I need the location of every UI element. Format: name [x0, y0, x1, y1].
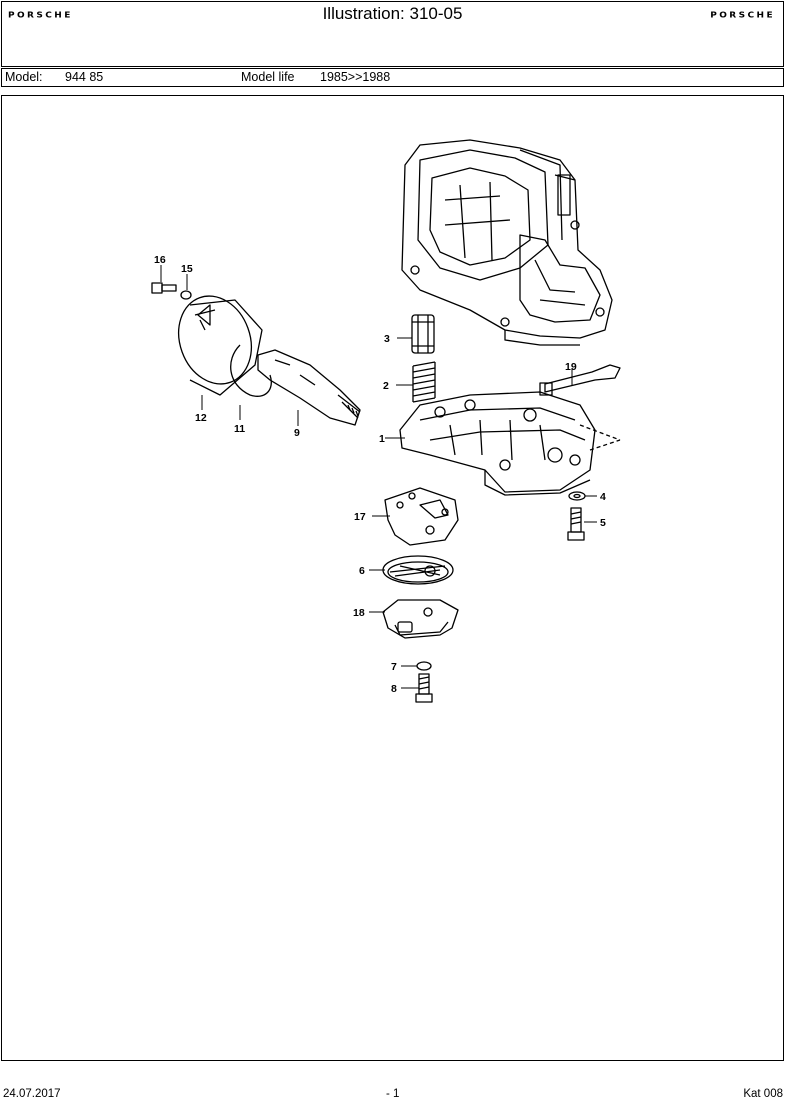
callout-4: 4	[600, 491, 606, 503]
circlip-drawing	[230, 344, 272, 397]
callout-16: 16	[154, 254, 166, 266]
transmission-housing-drawing	[401, 139, 613, 346]
callout-18: 18	[353, 607, 365, 619]
oil-filter-drawing	[411, 314, 435, 354]
callout-1: 1	[379, 433, 385, 445]
strainer-plate-drawing	[382, 555, 454, 585]
callout-2: 2	[383, 380, 389, 392]
callout-9: 9	[294, 427, 300, 439]
leader-lines	[160, 265, 597, 689]
drain-washer-drawing	[416, 661, 432, 671]
illustration-title: Illustration: 310-05	[322, 4, 463, 23]
porsche-logo-left: PORSCHE	[8, 11, 73, 21]
header: PORSCHE Illustration: 310-05 PORSCHE	[1, 1, 784, 67]
callout-17: 17	[354, 511, 366, 523]
spring-drawing	[412, 361, 436, 403]
callout-7: 7	[391, 661, 397, 673]
callout-8: 8	[391, 683, 397, 695]
drain-plug-drawing	[415, 673, 433, 703]
footer-catalog: Kat 008	[743, 1088, 783, 1100]
porsche-logo-right: PORSCHE	[710, 11, 775, 21]
valve-body-drawing	[399, 391, 621, 496]
small-washer-drawing	[180, 290, 192, 300]
callout-3: 3	[384, 333, 390, 345]
model-life-label: Model life	[241, 70, 295, 84]
oil-pan-drawing	[382, 599, 459, 639]
model-bar: Model: 944 85 Model life 1985>>1988	[1, 68, 784, 87]
callout-12: 12	[195, 412, 207, 424]
model-value: 944 85	[65, 70, 104, 84]
model-life-value: 1985>>1988	[320, 70, 391, 84]
footer-date: 24.07.2017	[3, 1088, 61, 1100]
bolt-drawing	[567, 507, 585, 541]
converter-housing-drawing	[178, 295, 263, 396]
footer-page-number: - 1	[386, 1088, 400, 1100]
callout-labels: 1 2 3 4 5 6 7 8 9 11 12 15 16 17 18 19	[154, 254, 606, 695]
callout-11: 11	[234, 423, 245, 435]
callout-5: 5	[600, 517, 606, 529]
dipstick-tube-drawing	[539, 364, 621, 396]
callout-15: 15	[181, 263, 193, 275]
gasket-drawing	[384, 487, 459, 546]
model-label: Model:	[5, 70, 43, 84]
small-bolt-drawing	[151, 282, 177, 294]
exploded-diagram-frame	[1, 95, 784, 1061]
callout-6: 6	[359, 565, 365, 577]
washer-drawing	[568, 491, 586, 501]
callout-19: 19	[565, 361, 577, 373]
shaft-drawing	[257, 349, 361, 426]
